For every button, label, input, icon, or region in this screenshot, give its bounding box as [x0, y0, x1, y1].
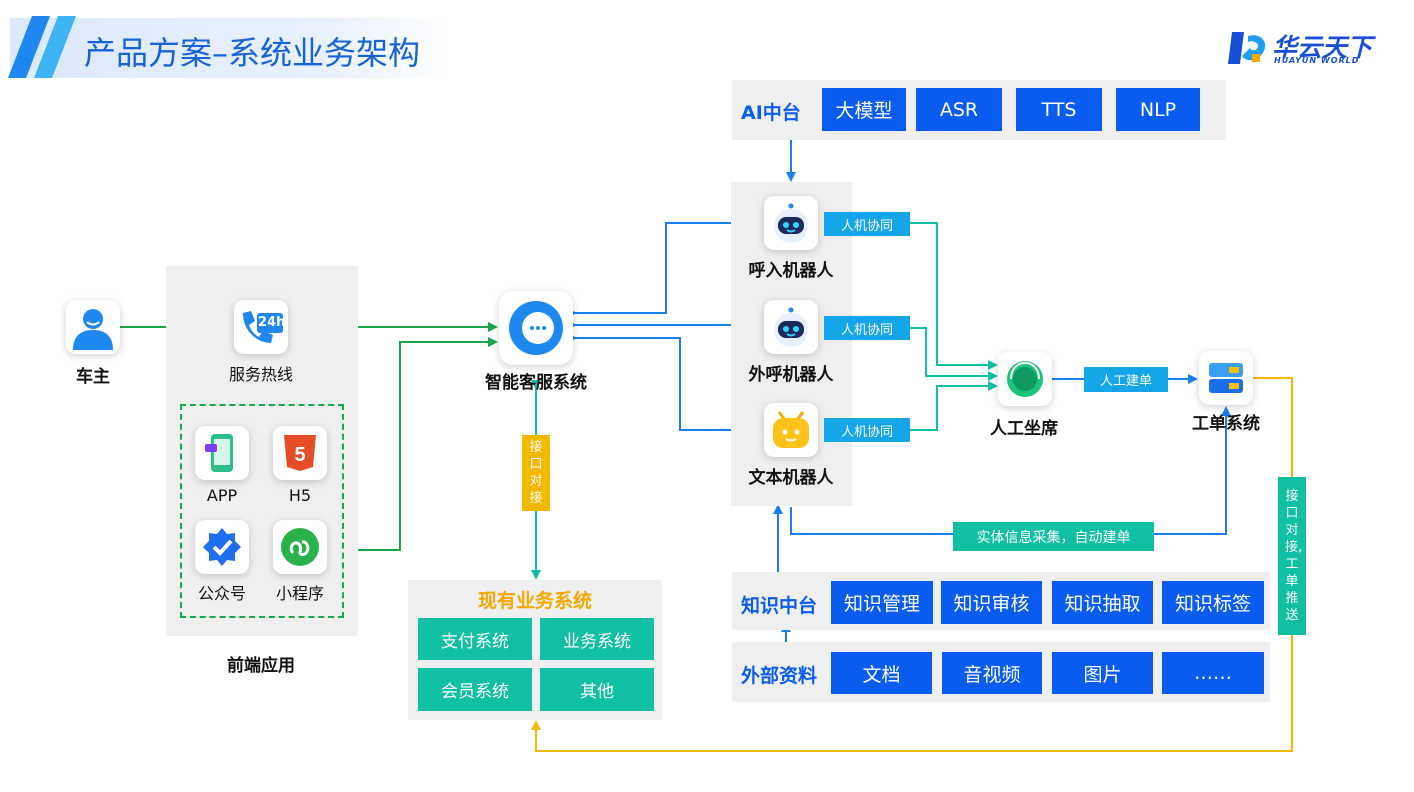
apps-dashed-box — [180, 404, 344, 618]
text-collab-tag: 人机协同 — [824, 418, 910, 442]
ticket-push-tag-text: 接口对接,工单推送 — [1285, 489, 1303, 623]
official-account-label: 公众号 — [197, 584, 246, 603]
external-item-media: 音视频 — [942, 652, 1042, 694]
existing-item-payment: 支付系统 — [418, 618, 532, 660]
ai-item-asr: ASR — [916, 88, 1002, 131]
knowledge-item-review: 知识审核 — [941, 581, 1042, 624]
existing-label: 现有业务系统 — [477, 590, 592, 612]
interface-tag: 接口对接 — [522, 435, 550, 511]
inbound-robot-icon-box — [764, 196, 818, 250]
arrow-outbound-agent — [910, 327, 998, 381]
chat-bubble-icon — [509, 301, 563, 355]
header-stripes-icon — [8, 16, 76, 78]
phone-24h-icon — [243, 311, 283, 343]
arrow-ticket-existing — [531, 377, 1293, 752]
mobile-app-icon — [205, 434, 233, 472]
official-account-icon-box — [195, 520, 249, 574]
h5-icon-box: 5 — [273, 426, 327, 480]
owner-label: 车主 — [76, 367, 110, 387]
knowledge-item-manage: 知识管理 — [831, 581, 933, 624]
knowledge-item-tag: 知识标签 — [1162, 581, 1264, 624]
arrow-text-agent — [910, 381, 998, 431]
ai-item-llm: 大模型 — [822, 88, 906, 131]
logo-text-cn: 华云天下 — [1272, 33, 1373, 62]
external-label: 外部资料 — [741, 665, 818, 687]
verified-badge-icon — [203, 528, 241, 566]
agent-label: 人工坐席 — [990, 419, 1058, 439]
hotline-badge: 24h — [258, 315, 286, 330]
inbound-robot-label: 呼入机器人 — [748, 261, 834, 281]
manual-ticket-tag: 人工建单 — [1084, 367, 1168, 392]
smart-cs-label: 智能客服系统 — [485, 373, 587, 393]
svg-text:5: 5 — [294, 444, 305, 466]
logo-text-en: HUAYUN WORLD — [1274, 56, 1360, 65]
inbound-collab-tag: 人机协同 — [824, 212, 910, 236]
ticket-label: 工单系统 — [1192, 414, 1260, 434]
text-bot-icon — [773, 411, 809, 448]
page-title: 产品方案–系统业务架构 — [84, 34, 421, 72]
mini-program-icon-box — [273, 520, 327, 574]
interface-tag-text: 接口对接 — [529, 440, 543, 506]
external-item-docs: 文档 — [831, 652, 932, 694]
arrow-smartcs-inbound — [567, 218, 762, 318]
html5-icon: 5 — [284, 435, 316, 471]
mini-program-label: 小程序 — [275, 584, 324, 603]
headset-agent-icon — [1007, 361, 1043, 397]
existing-item-member: 会员系统 — [418, 668, 532, 711]
text-robot-icon-box — [764, 403, 818, 457]
knowledge-item-extract: 知识抽取 — [1052, 581, 1153, 624]
external-item-images: 图片 — [1052, 652, 1153, 694]
external-item-more: …… — [1162, 652, 1264, 694]
outbound-robot-icon-box — [764, 300, 818, 354]
frontend-label: 前端应用 — [227, 656, 295, 676]
ticket-icon-box — [1199, 351, 1253, 405]
robot-icon — [774, 307, 808, 347]
existing-item-other: 其他 — [540, 668, 654, 711]
arrow-smartcs-text — [567, 333, 762, 435]
text-robot-label: 文本机器人 — [748, 468, 834, 488]
mini-program-icon — [281, 528, 319, 566]
ai-item-nlp: NLP — [1116, 88, 1200, 131]
ticket-push-tag: 接口对接,工单推送 — [1278, 477, 1306, 635]
app-label: APP — [206, 486, 238, 505]
hotline-icon-box: 24h — [234, 300, 288, 354]
ai-platform-label: AI中台 — [741, 102, 801, 124]
hotline-label: 服务热线 — [228, 365, 293, 384]
outbound-robot-label: 外呼机器人 — [748, 365, 834, 385]
smart-cs-icon-box — [499, 291, 573, 365]
owner-avatar — [66, 300, 120, 354]
header-bar — [10, 18, 450, 78]
arrow-apps-smartcs — [330, 337, 498, 551]
robot-icon — [774, 203, 808, 243]
arrow-inbound-agent — [910, 222, 998, 370]
ai-item-tts: TTS — [1016, 88, 1102, 131]
outbound-collab-tag: 人机协同 — [824, 316, 910, 340]
h5-label: H5 — [288, 486, 312, 505]
app-icon-box — [195, 426, 249, 480]
knowledge-label: 知识中台 — [741, 595, 818, 617]
ticket-stack-icon — [1209, 363, 1243, 393]
agent-icon-box — [998, 352, 1052, 406]
huayun-logo-icon — [1228, 32, 1266, 64]
existing-item-business: 业务系统 — [540, 618, 654, 660]
entity-tag: 实体信息采集，自动建单 — [953, 522, 1154, 551]
user-icon — [73, 309, 113, 350]
